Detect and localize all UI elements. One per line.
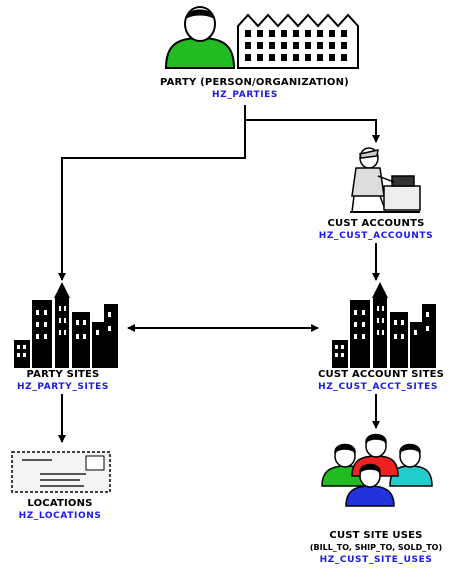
person-icon [164, 6, 236, 69]
locations-node: LOCATIONS HZ_LOCATIONS [10, 497, 110, 523]
connectors [58, 105, 380, 443]
cust-account-sites-table-name: HZ_CUST_ACCT_SITES [318, 382, 438, 392]
party-table-name: HZ_PARTIES [212, 90, 278, 100]
people-group-icon [321, 433, 433, 507]
party-sites-table-name: HZ_PARTY_SITES [17, 382, 109, 392]
cust-accounts-table-name: HZ_CUST_ACCOUNTS [318, 231, 434, 241]
arrow-party-to-party-sites [58, 120, 246, 281]
locations-label: LOCATIONS [27, 498, 93, 509]
clerk-at-desk-icon [350, 147, 421, 213]
cust-site-uses-label: CUST SITE USES [329, 530, 423, 541]
arrow-party-to-cust-accounts [245, 119, 380, 143]
cust-accounts-node: CUST ACCOUNTS HZ_CUST_ACCOUNTS [316, 217, 436, 243]
cust-site-uses-table-name: HZ_CUST_SITE_USES [319, 555, 433, 565]
party-label: PARTY (PERSON/ORGANIZATION) [160, 77, 349, 88]
party-node: PARTY (PERSON/ORGANIZATION) HZ_PARTIES [160, 76, 349, 102]
city-skyline-icon [332, 282, 436, 368]
building-icon [237, 13, 359, 69]
cust-account-sites-node: CUST ACCOUNT SITES HZ_CUST_ACCT_SITES [318, 368, 445, 394]
envelope-icon [11, 451, 111, 493]
party-sites-label: PARTY SITES [26, 369, 100, 380]
cust-site-uses-subtitle: (BILL_TO, SHIP_TO, SOLD_TO) [309, 543, 443, 552]
locations-table-name: HZ_LOCATIONS [18, 511, 102, 521]
cust-accounts-label: CUST ACCOUNTS [327, 218, 425, 229]
party-sites-node: PARTY SITES HZ_PARTY_SITES [8, 368, 118, 394]
cust-site-uses-node: CUST SITE USES (BILL_TO, SHIP_TO, SOLD_T… [306, 530, 446, 566]
cust-account-sites-label: CUST ACCOUNT SITES [318, 369, 445, 380]
city-skyline-icon [14, 282, 118, 368]
